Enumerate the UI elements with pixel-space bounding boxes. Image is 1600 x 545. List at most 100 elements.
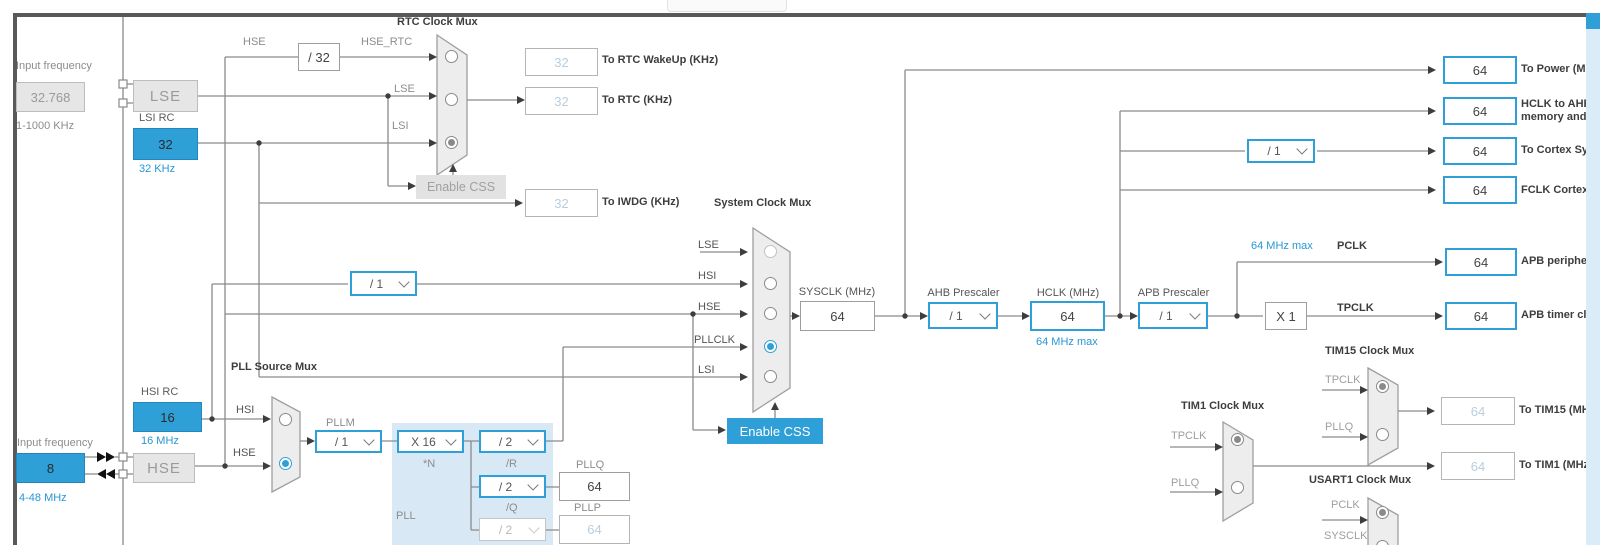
chevron-down-icon bbox=[398, 275, 410, 288]
apb-prescaler-dropdown[interactable]: / 1 bbox=[1138, 302, 1208, 329]
scrollbar-thumb[interactable] bbox=[1586, 13, 1600, 29]
iwdg-output-box: 32 bbox=[525, 189, 598, 217]
cortex-divider-value: / 1 bbox=[1267, 144, 1281, 158]
tim15-mux-title: TIM15 Clock Mux bbox=[1325, 345, 1415, 357]
tim1-mux-title: TIM1 Clock Mux bbox=[1181, 400, 1265, 412]
sysmux-lsi-label: LSI bbox=[698, 364, 715, 376]
hsi-divider-value: / 1 bbox=[369, 276, 384, 291]
lse-frequency-range: 1-1000 KHz bbox=[16, 120, 75, 132]
rtc-wakeup-output-label: To RTC WakeUp (KHz) bbox=[602, 54, 719, 66]
usart1-mux-radio-pclk bbox=[1376, 506, 1389, 519]
sysclk-value-box[interactable]: 64 bbox=[800, 301, 875, 331]
hclk-ahb-label-line2: memory and DMA (MHz) bbox=[1521, 111, 1600, 123]
hsi-divider-dropdown[interactable]: / 1 bbox=[350, 271, 417, 296]
pllr-dropdown[interactable]: / 2 bbox=[479, 430, 546, 453]
to-cortex-label: To Cortex System timer (MHz) bbox=[1521, 144, 1600, 156]
pll-source-mux-title: PLL Source Mux bbox=[231, 361, 317, 373]
sysmux-radio-hse[interactable] bbox=[764, 307, 777, 320]
pllp-output-label: PLLP bbox=[574, 502, 601, 514]
ahb-prescaler-label: AHB Prescaler bbox=[927, 287, 1000, 299]
pll-hsi-label: HSI bbox=[236, 404, 255, 416]
rtc-hse-divider-box: / 32 bbox=[298, 43, 340, 71]
pllq-dropdown[interactable]: / 2 bbox=[479, 475, 546, 498]
hse-frequency-range: 4-48 MHz bbox=[19, 492, 67, 504]
pllmux-radio-hsi[interactable] bbox=[279, 413, 292, 426]
sysmux-hsi-label: HSI bbox=[698, 270, 717, 282]
hsi-frequency-field[interactable]: 16 bbox=[133, 402, 202, 432]
chevron-down-icon bbox=[979, 307, 991, 320]
pllp-div-value: / 2 bbox=[498, 522, 513, 537]
chevron-down-icon bbox=[527, 433, 539, 446]
usart1-sysclk-label: SYSCLK bbox=[1324, 530, 1368, 542]
pllm-dropdown[interactable]: / 1 bbox=[315, 430, 382, 453]
rtc-mux-radio-lse bbox=[445, 93, 458, 106]
to-tim15-label: To TIM15 (MHz) bbox=[1519, 404, 1599, 416]
rtc-output-box: 32 bbox=[525, 87, 598, 115]
sysmux-radio-hsi[interactable] bbox=[764, 277, 777, 290]
sysclk-label: SYSCLK (MHz) bbox=[798, 286, 876, 298]
pll-hse-label: HSE bbox=[233, 447, 256, 459]
lsi-rc-label: LSI RC bbox=[139, 112, 175, 124]
to-tim1-box: 64 bbox=[1441, 452, 1515, 480]
pllmux-radio-hse[interactable] bbox=[279, 457, 292, 470]
vertical-scrollbar[interactable] bbox=[1586, 13, 1600, 545]
system-mux-title: System Clock Mux bbox=[714, 197, 812, 209]
pllr-value: / 2 bbox=[498, 434, 513, 449]
to-tim1-label: To TIM1 (MHz) bbox=[1519, 459, 1593, 471]
chevron-down-icon bbox=[528, 521, 540, 534]
hclk-label: HCLK (MHz) bbox=[1036, 287, 1100, 299]
tim1-tpclk-label: TPCLK bbox=[1171, 430, 1207, 442]
tim15-mux-shape bbox=[1367, 366, 1399, 467]
tim1-mux-radio-tpclk bbox=[1231, 433, 1244, 446]
tim15-mux-radio-tpclk bbox=[1376, 380, 1389, 393]
rtc-mux-title: RTC Clock Mux bbox=[397, 16, 478, 28]
timer-multiplier-box: X 1 bbox=[1265, 302, 1307, 330]
rtc-wakeup-output-box: 32 bbox=[525, 48, 598, 76]
system-mux-shape bbox=[752, 226, 791, 414]
to-power-box: 64 bbox=[1443, 56, 1517, 84]
chevron-down-icon bbox=[445, 433, 457, 446]
pllq-output-box: 64 bbox=[559, 472, 630, 501]
usart1-mux-title: USART1 Clock Mux bbox=[1309, 474, 1412, 486]
chevron-down-icon bbox=[363, 433, 375, 446]
canvas-border-left bbox=[13, 13, 17, 545]
plln-value: X 16 bbox=[411, 434, 436, 449]
plln-dropdown[interactable]: X 16 bbox=[397, 430, 464, 453]
hclk-ahb-label-line1: HCLK to AHB bus, core, bbox=[1521, 98, 1600, 110]
ahb-prescaler-dropdown[interactable]: / 1 bbox=[928, 302, 998, 329]
sysmux-radio-lse bbox=[764, 245, 777, 258]
hsi-frequency-note: 16 MHz bbox=[141, 435, 179, 447]
cortex-divider-dropdown[interactable]: / 1 bbox=[1247, 139, 1315, 163]
sysmux-lse-label: LSE bbox=[698, 239, 719, 251]
apb-timer-box: 64 bbox=[1445, 302, 1517, 330]
apb-prescaler-label: APB Prescaler bbox=[1137, 287, 1210, 299]
tim1-pllq-label: PLLQ bbox=[1171, 477, 1200, 489]
pll-source-mux-shape bbox=[271, 395, 301, 494]
pllp-dropdown: / 2 bbox=[479, 518, 546, 541]
hclk-value-box[interactable]: 64 bbox=[1030, 301, 1105, 331]
system-enable-css-button[interactable]: Enable CSS bbox=[727, 418, 823, 444]
rtc-mux-radio-lsi bbox=[445, 136, 458, 149]
hse-input-frequency-label: Input frequency bbox=[17, 437, 93, 449]
lse-frequency-field: 32.768 bbox=[16, 82, 85, 112]
tim1-mux-shape bbox=[1222, 420, 1254, 523]
sysmux-radio-lsi[interactable] bbox=[764, 370, 777, 383]
apb-prescaler-value: / 1 bbox=[1159, 308, 1173, 323]
rtc-lsi-label: LSI bbox=[392, 120, 409, 132]
lsi-frequency-field[interactable]: 32 bbox=[133, 128, 198, 160]
sysmux-radio-pllclk[interactable] bbox=[764, 340, 777, 353]
lse-input-frequency-label: Input frequency bbox=[16, 60, 92, 72]
canvas-border-top bbox=[13, 13, 1600, 17]
pclk-max-note: 64 MHz max bbox=[1251, 240, 1313, 252]
tim15-mux-radio-pllq bbox=[1376, 428, 1389, 441]
tim1-mux-radio-pllq bbox=[1231, 481, 1244, 494]
to-tim15-box: 64 bbox=[1441, 397, 1515, 425]
rtc-enable-css-button: Enable CSS bbox=[416, 175, 506, 199]
sysmux-pllclk-label: PLLCLK bbox=[694, 334, 735, 346]
to-power-label: To Power (MHz) bbox=[1521, 63, 1600, 75]
hse-frequency-field[interactable]: 8 bbox=[16, 453, 85, 483]
hclk-ahb-box: 64 bbox=[1443, 97, 1517, 125]
chevron-down-icon bbox=[1296, 143, 1308, 155]
chevron-down-icon bbox=[1189, 307, 1201, 320]
